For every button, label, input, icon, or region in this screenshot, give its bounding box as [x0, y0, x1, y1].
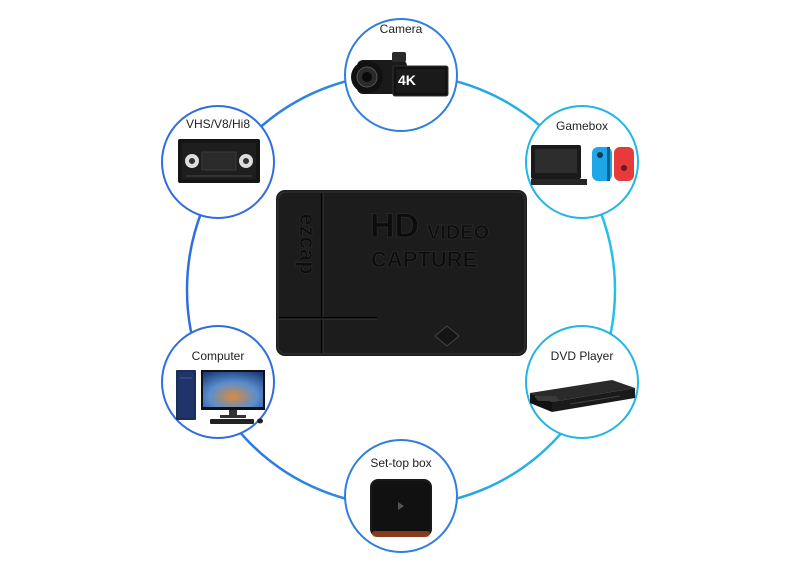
- set-top-box-icon: [370, 479, 432, 537]
- node-dvd: DVD Player: [525, 325, 639, 439]
- node-settop-label: Set-top box: [370, 456, 431, 470]
- node-camera-label: Camera: [380, 22, 423, 36]
- node-camera: Camera 4K: [344, 18, 458, 132]
- device-title-video: VIDEO: [427, 222, 489, 244]
- camera-4k-badge: 4K: [398, 72, 416, 88]
- vhs-tape-icon: [178, 139, 260, 183]
- camcorder-icon: 4K: [351, 52, 449, 97]
- dvd-player-icon: [530, 380, 635, 412]
- device-power-button: [434, 325, 460, 347]
- device-title-capture: CAPTURE: [371, 247, 477, 272]
- node-vhs-label: VHS/V8/Hi8: [186, 117, 250, 131]
- node-computer: Computer: [161, 325, 275, 439]
- node-dvd-label: DVD Player: [551, 349, 614, 363]
- node-vhs: VHS/V8/Hi8: [161, 105, 275, 219]
- computer-icon: [176, 370, 265, 424]
- capture-device: ezcap HD VIDEO CAPTURE: [276, 190, 527, 356]
- device-title-hd: HD: [370, 207, 419, 245]
- game-console-icon: [531, 145, 634, 185]
- device-brand: ezcap: [295, 213, 320, 274]
- node-computer-label: Computer: [192, 349, 245, 363]
- node-settop: Set-top box: [344, 439, 458, 553]
- node-gamebox-label: Gamebox: [556, 119, 608, 133]
- node-gamebox: Gamebox: [525, 105, 639, 219]
